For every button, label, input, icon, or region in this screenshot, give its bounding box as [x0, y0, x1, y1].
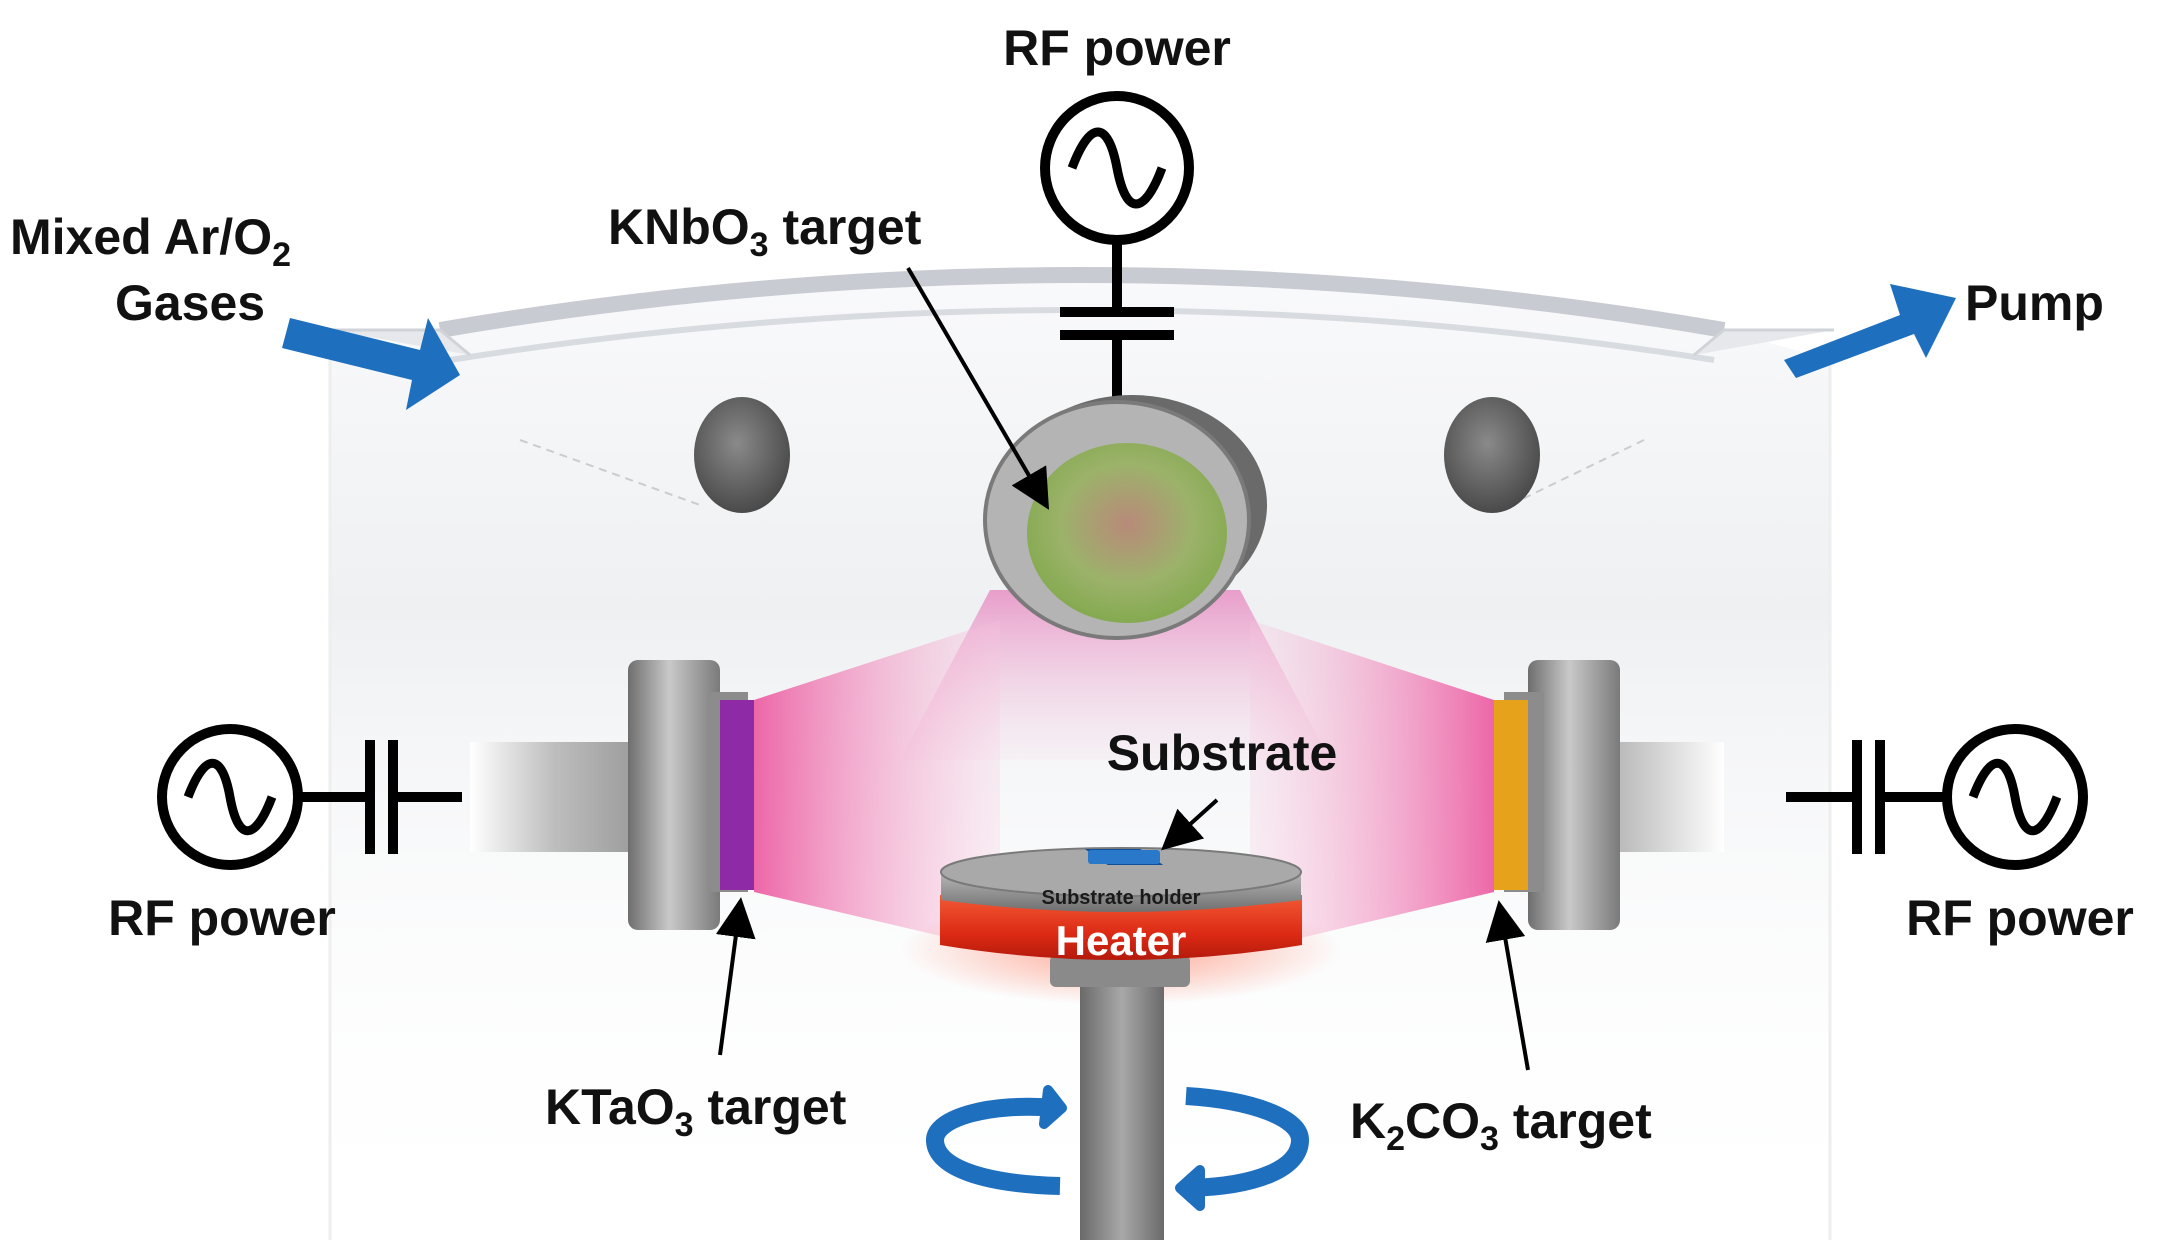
knbo3-target-gun: [983, 395, 1267, 640]
rf-power-left-label: RF power: [108, 890, 336, 946]
substrate-holder-label: Substrate holder: [1042, 887, 1201, 909]
k2co3-target-disk: [1494, 700, 1528, 890]
k2co3-leader-arrow: [1485, 900, 1530, 1071]
substrate-leader-arrow: [1161, 798, 1219, 851]
rf-power-top-label: RF power: [1003, 20, 1231, 76]
ktao3-leader-arrow: [715, 897, 756, 1056]
right-chamber-port: [1444, 397, 1540, 513]
gas-inlet-label-line1: Mixed Ar/O2: [10, 209, 291, 274]
ktao3-target-disk: [720, 700, 754, 890]
right-sputter-gun: [1494, 660, 1724, 930]
ktao3-target-label: KTaO3 target: [545, 1079, 847, 1144]
gas-inlet-label-line2: Gases: [115, 275, 265, 331]
top-plasma: [900, 590, 1330, 760]
substrate-holder: Substrate holder: [940, 847, 1302, 912]
capacitor-icon: [1852, 740, 1885, 854]
knbo3-target-disk: [1027, 443, 1227, 623]
left-chamber-port: [694, 397, 790, 513]
heater: Heater: [940, 895, 1302, 964]
pump-outlet-arrow-icon: [1784, 284, 1956, 378]
left-rf-power-source: [157, 724, 462, 870]
substrate-label: Substrate: [1107, 725, 1338, 781]
pump-label: Pump: [1965, 275, 2104, 331]
knbo3-target-label: KNbO3 target: [608, 199, 922, 264]
knbo3-leader-arrow: [906, 266, 1050, 510]
top-rf-power-source: [1040, 91, 1194, 410]
left-sputter-gun: [470, 660, 754, 930]
rf-power-right-label: RF power: [1906, 890, 2134, 946]
left-plasma: [754, 620, 1000, 950]
rotation-shaft: [1080, 975, 1164, 1240]
heater-label: Heater: [1056, 917, 1187, 964]
right-plasma: [1250, 620, 1494, 950]
k2co3-target-label: K2CO3 target: [1350, 1093, 1652, 1158]
rotation-icon: [925, 1085, 1310, 1211]
right-rf-power-source: [1786, 724, 2088, 870]
gas-inlet-arrow-icon: [282, 318, 460, 410]
